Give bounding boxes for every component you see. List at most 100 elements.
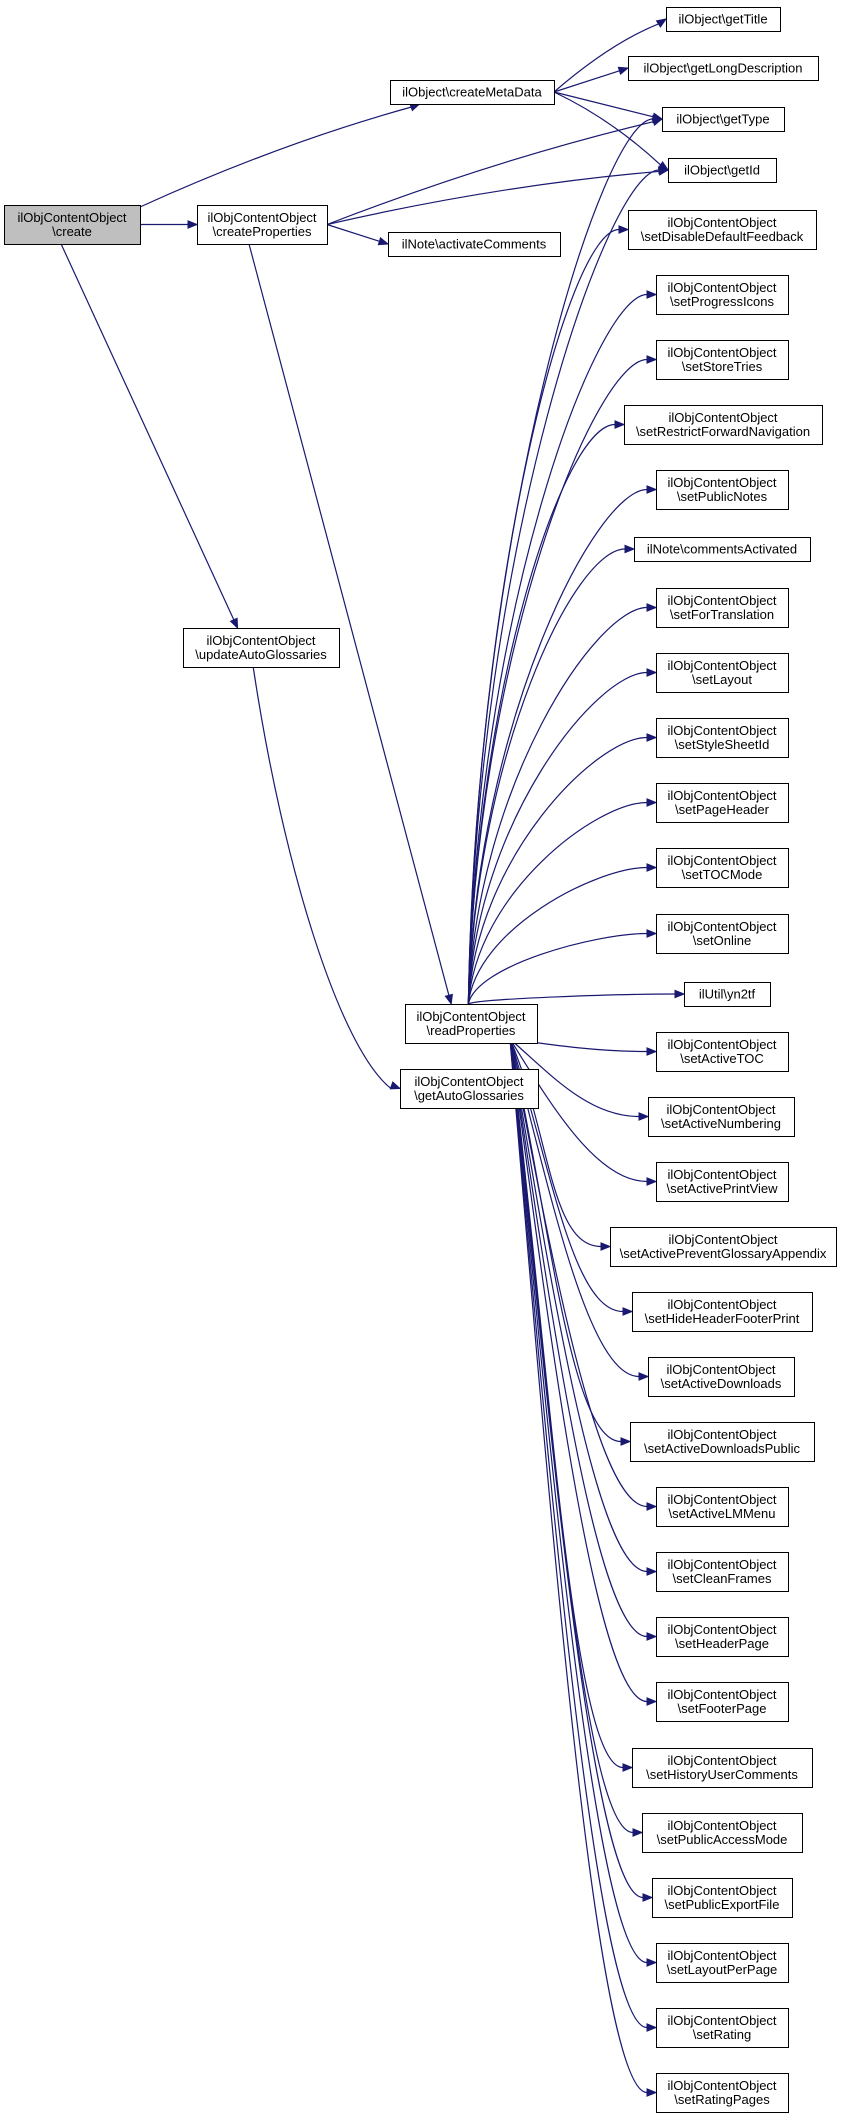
node-setActiveTOC[interactable]: ilObjContentObject\setActiveTOC xyxy=(656,1032,789,1072)
edge-readProperties-to-yn2tf xyxy=(468,993,676,1005)
node-getId[interactable]: ilObject\getId xyxy=(668,158,777,183)
node-label-line: \setDisableDefaultFeedback xyxy=(641,229,804,244)
node-box xyxy=(183,628,340,668)
node-setStoreTries[interactable]: ilObjContentObject\setStoreTries xyxy=(656,340,789,380)
node-label-line: \getAutoGlossaries xyxy=(414,1088,524,1103)
node-box xyxy=(400,1069,539,1109)
node-label-line: \setLayout xyxy=(692,672,752,687)
node-label-line: ilObjContentObject xyxy=(416,1009,525,1024)
node-setHeaderPage[interactable]: ilObjContentObject\setHeaderPage xyxy=(656,1617,789,1657)
node-label-line: ilObjContentObject xyxy=(666,1102,775,1117)
edge-createProperties-to-getType xyxy=(326,121,654,226)
node-label-line: ilObjContentObject xyxy=(17,210,126,225)
arrow-head xyxy=(652,114,664,124)
node-setRatingPages[interactable]: ilObjContentObject\setRatingPages xyxy=(656,2073,789,2113)
node-create[interactable]: ilObjContentObject\create xyxy=(4,205,141,245)
arrow-head xyxy=(646,485,658,494)
node-setLayout[interactable]: ilObjContentObject\setLayout xyxy=(656,653,789,693)
node-label-line: ilObject\getType xyxy=(676,112,769,127)
node-label-line: \setPublicNotes xyxy=(677,489,768,504)
edge-readProperties-to-setTOCMode xyxy=(467,866,648,1005)
edge-readProperties-to-setOnline xyxy=(467,932,648,1005)
arrow-head xyxy=(646,929,658,938)
node-updateAutoGlossaries[interactable]: ilObjContentObject\updateAutoGlossaries xyxy=(183,628,340,668)
edge-create-to-updateAutoGlossaries xyxy=(60,243,235,621)
node-yn2tf[interactable]: ilUtil\yn2tf xyxy=(684,982,771,1007)
node-setPageHeader[interactable]: ilObjContentObject\setPageHeader xyxy=(656,783,789,823)
node-commentsActivated[interactable]: ilNote\commentsActivated xyxy=(634,537,811,562)
arrow-head xyxy=(377,236,390,246)
node-setDisableDefaultFeedback[interactable]: ilObjContentObject\setDisableDefaultFeed… xyxy=(628,210,817,250)
arrow-head xyxy=(638,1372,650,1381)
node-readProperties[interactable]: ilObjContentObject\readProperties xyxy=(405,1004,538,1044)
node-label-line: ilObject\getTitle xyxy=(678,12,767,27)
node-label-line: \setLayoutPerPage xyxy=(667,1962,778,1977)
node-label-line: ilObjContentObject xyxy=(667,1948,776,1963)
edge-readProperties-to-commentsActivated xyxy=(467,548,626,1005)
node-setFooterPage[interactable]: ilObjContentObject\setFooterPage xyxy=(656,1682,789,1722)
node-setPublicAccessMode[interactable]: ilObjContentObject\setPublicAccessMode xyxy=(642,1813,803,1853)
arrow-head xyxy=(646,355,658,364)
node-label-line: \createProperties xyxy=(213,224,312,239)
edge-createMetaData-to-getType xyxy=(553,91,654,118)
node-label-line: ilObjContentObject xyxy=(414,1074,523,1089)
node-setRating[interactable]: ilObjContentObject\setRating xyxy=(656,2008,789,2048)
arrow-head xyxy=(646,1958,658,1967)
node-getAutoGlossaries[interactable]: ilObjContentObject\getAutoGlossaries xyxy=(400,1069,539,1109)
edge-create-to-createMetaData xyxy=(139,106,412,208)
node-setActivePreventGlossaryAppendix[interactable]: ilObjContentObject\setActivePreventGloss… xyxy=(610,1227,837,1267)
arrow-head xyxy=(614,420,626,429)
node-setCleanFrames[interactable]: ilObjContentObject\setCleanFrames xyxy=(656,1552,789,1592)
node-setTOCMode[interactable]: ilObjContentObject\setTOCMode xyxy=(656,848,789,888)
node-setActiveDownloadsPublic[interactable]: ilObjContentObject\setActiveDownloadsPub… xyxy=(630,1422,815,1462)
node-label-line: ilObjContentObject xyxy=(667,1297,776,1312)
node-getType[interactable]: ilObject\getType xyxy=(662,107,785,132)
node-box xyxy=(390,80,555,105)
node-activateComments[interactable]: ilNote\activateComments xyxy=(388,232,561,257)
node-setHistoryUserComments[interactable]: ilObjContentObject\setHistoryUserComment… xyxy=(632,1748,813,1788)
node-getLongDescription[interactable]: ilObject\getLongDescription xyxy=(628,56,819,81)
node-label-line: \setOnline xyxy=(693,933,752,948)
node-box xyxy=(656,1617,789,1657)
node-setPublicExportFile[interactable]: ilObjContentObject\setPublicExportFile xyxy=(652,1878,793,1918)
edge-createProperties-to-getId xyxy=(326,170,660,226)
node-setActivePrintView[interactable]: ilObjContentObject\setActivePrintView xyxy=(656,1162,789,1202)
node-setForTranslation[interactable]: ilObjContentObject\setForTranslation xyxy=(656,588,789,628)
node-box xyxy=(632,1748,813,1788)
node-setActiveLMMenu[interactable]: ilObjContentObject\setActiveLMMenu xyxy=(656,1487,789,1527)
node-label-line: \setRating xyxy=(693,2027,752,2042)
node-label-line: ilObjContentObject xyxy=(667,475,776,490)
node-setLayoutPerPage[interactable]: ilObjContentObject\setLayoutPerPage xyxy=(656,1943,789,1983)
arrow-head xyxy=(622,1307,634,1316)
node-label-line: \setActiveDownloadsPublic xyxy=(644,1441,801,1456)
node-setRestrictForwardNavigation[interactable]: ilObjContentObject\setRestrictForwardNav… xyxy=(624,405,823,445)
arrow-head xyxy=(646,863,658,872)
node-label-line: \setPageHeader xyxy=(675,802,770,817)
node-label-line: \setStyleSheetId xyxy=(675,737,770,752)
edge-createProperties-to-activateComments xyxy=(326,223,380,242)
arrow-head xyxy=(642,1893,654,1902)
edge-readProperties-to-setActiveNumbering xyxy=(509,1038,640,1118)
node-setHideHeaderFooterPrint[interactable]: ilObjContentObject\setHideHeaderFooterPr… xyxy=(632,1292,813,1332)
node-label-line: \readProperties xyxy=(427,1023,516,1038)
node-setPublicNotes[interactable]: ilObjContentObject\setPublicNotes xyxy=(656,470,789,510)
edge-createProperties-to-readProperties xyxy=(248,243,450,996)
edge-readProperties-to-setHeaderPage xyxy=(509,1038,648,1638)
node-setProgressIcons[interactable]: ilObjContentObject\setProgressIcons xyxy=(656,275,789,315)
node-createMetaData[interactable]: ilObject\createMetaData xyxy=(390,80,555,105)
node-label-line: ilObjContentObject xyxy=(667,215,776,230)
node-setActiveDownloads[interactable]: ilObjContentObject\setActiveDownloads xyxy=(648,1357,795,1397)
edge-createMetaData-to-getTitle xyxy=(553,23,659,93)
node-setOnline[interactable]: ilObjContentObject\setOnline xyxy=(656,914,789,954)
node-label-line: ilObjContentObject xyxy=(667,723,776,738)
node-setStyleSheetId[interactable]: ilObjContentObject\setStyleSheetId xyxy=(656,718,789,758)
node-getTitle[interactable]: ilObject\getTitle xyxy=(666,7,781,32)
node-setActiveNumbering[interactable]: ilObjContentObject\setActiveNumbering xyxy=(648,1097,795,1137)
arrow-head xyxy=(389,1081,402,1090)
node-createProperties[interactable]: ilObjContentObject\createProperties xyxy=(197,205,328,245)
node-box xyxy=(656,1487,789,1527)
node-label-line: \setActiveLMMenu xyxy=(669,1506,776,1521)
arrow-head xyxy=(646,798,658,807)
node-label-line: ilObjContentObject xyxy=(668,410,777,425)
node-label-line: \setTOCMode xyxy=(682,867,763,882)
